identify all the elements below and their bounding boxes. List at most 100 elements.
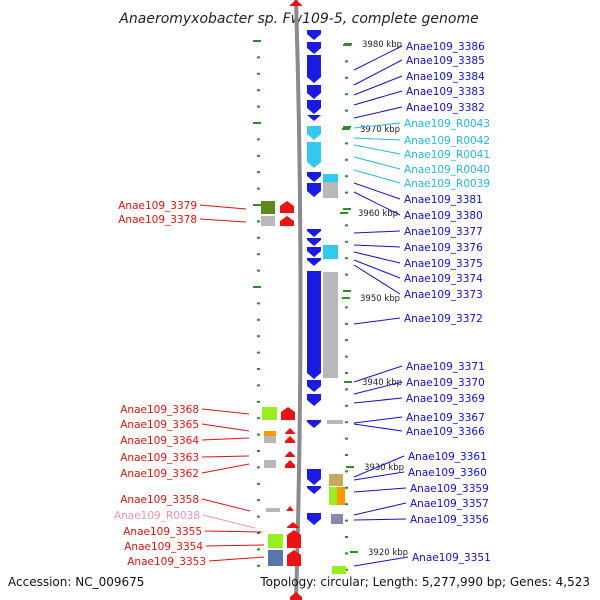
forward-gene-arrow[interactable]	[307, 271, 321, 379]
gene-label-anae109_3360[interactable]: Anae109_3360	[408, 467, 487, 479]
forward-gene-arrow[interactable]	[307, 420, 321, 428]
scale-tick-right	[345, 60, 348, 63]
gene-marks	[261, 0, 346, 600]
leader-line	[199, 204, 247, 210]
hit-box	[329, 474, 343, 486]
reverse-gene-arrow[interactable]	[287, 550, 301, 566]
forward-gene-arrow[interactable]	[307, 238, 321, 246]
forward-gene-arrow[interactable]	[307, 258, 321, 266]
gene-label-anae109_3358[interactable]: Anae109_3358	[120, 494, 199, 506]
forward-gene-arrow[interactable]	[307, 229, 321, 237]
gene-label-anae109_3369[interactable]: Anae109_3369	[406, 393, 485, 405]
kbp-label: 3950 kbp	[360, 294, 400, 304]
forward-gene-arrow[interactable]	[307, 85, 321, 99]
leader-line	[353, 182, 401, 200]
gene-label-anae109_r0038[interactable]: Anae109_R0038	[114, 510, 200, 522]
gene-label-anae109_3351[interactable]: Anae109_3351	[412, 552, 491, 564]
gene-label-anae109_3355[interactable]: Anae109_3355	[123, 526, 202, 538]
gene-label-anae109_3361[interactable]: Anae109_3361	[408, 451, 487, 463]
scale-tick-left	[257, 253, 260, 256]
gene-label-anae109_3366[interactable]: Anae109_3366	[406, 426, 485, 438]
gene-label-anae109_3370[interactable]: Anae109_3370	[406, 377, 485, 389]
forward-gene-arrow[interactable]	[307, 115, 321, 121]
forward-gene-arrow[interactable]	[307, 394, 321, 406]
gene-label-anae109_3362[interactable]: Anae109_3362	[120, 468, 199, 480]
forward-gene-arrow[interactable]	[307, 142, 321, 168]
gene-label-anae109_3376[interactable]: Anae109_3376	[404, 242, 483, 254]
leader-line	[353, 556, 409, 567]
forward-gene-arrow[interactable]	[307, 183, 321, 197]
reverse-gene-arrow[interactable]	[280, 201, 294, 213]
gene-label-anae109_3356[interactable]: Anae109_3356	[410, 514, 489, 526]
reverse-gene-arrow[interactable]	[285, 436, 295, 443]
forward-gene-arrow[interactable]	[307, 513, 321, 525]
scale-tick-right	[343, 208, 351, 210]
accession-text: Accession: NC_009675	[8, 575, 144, 589]
forward-gene-arrow[interactable]	[307, 55, 321, 83]
reverse-gene-arrow[interactable]	[287, 530, 301, 548]
gene-label-anae109_3367[interactable]: Anae109_3367	[406, 412, 485, 424]
reverse-gene-arrow[interactable]	[281, 407, 295, 420]
leader-line	[201, 455, 250, 458]
gene-label-anae109_3357[interactable]: Anae109_3357	[410, 498, 489, 510]
gene-label-anae109_3381[interactable]: Anae109_3381	[404, 194, 483, 206]
scale-tick-right	[345, 109, 348, 112]
reverse-gene-arrow[interactable]	[280, 216, 294, 226]
gene-label-anae109_3384[interactable]: Anae109_3384	[406, 71, 485, 83]
gene-label-anae109_r0040[interactable]: Anae109_R0040	[404, 164, 490, 176]
gene-label-anae109_3363[interactable]: Anae109_3363	[120, 452, 199, 464]
gene-label-anae109_3365[interactable]: Anae109_3365	[120, 419, 199, 431]
gene-label-anae109_3371[interactable]: Anae109_3371	[406, 361, 485, 373]
gene-label-anae109_3378[interactable]: Anae109_3378	[118, 214, 197, 226]
gene-label-anae109_3364[interactable]: Anae109_3364	[120, 435, 199, 447]
reverse-gene-arrow[interactable]	[285, 451, 295, 457]
gene-label-anae109_3374[interactable]: Anae109_3374	[404, 273, 483, 285]
forward-gene-arrow[interactable]	[307, 100, 321, 114]
scale-tick-right	[345, 175, 348, 178]
kbp-tick	[346, 466, 354, 468]
forward-gene-arrow[interactable]	[307, 247, 321, 257]
forward-gene-arrow[interactable]	[307, 172, 321, 182]
forward-gene-arrow[interactable]	[307, 380, 321, 392]
forward-gene-arrow[interactable]	[307, 42, 321, 54]
leader-line	[353, 230, 401, 234]
reverse-gene-arrow[interactable]	[285, 428, 295, 434]
forward-gene-arrow[interactable]	[307, 30, 321, 40]
hit-box	[323, 182, 338, 198]
gene-label-anae109_3383[interactable]: Anae109_3383	[406, 86, 485, 98]
gene-label-anae109_3354[interactable]: Anae109_3354	[124, 541, 203, 553]
gene-label-anae109_3385[interactable]: Anae109_3385	[406, 55, 485, 67]
reverse-gene-arrow[interactable]	[287, 522, 299, 528]
scale-tick-right	[345, 404, 348, 407]
gene-label-anae109_3382[interactable]: Anae109_3382	[406, 102, 485, 114]
leader-line	[353, 59, 403, 86]
gene-label-anae109_3386[interactable]: Anae109_3386	[406, 41, 485, 53]
gene-label-anae109_r0039[interactable]: Anae109_R0039	[404, 178, 490, 190]
gene-label-anae109_3380[interactable]: Anae109_3380	[404, 210, 483, 222]
leader-line	[353, 45, 403, 71]
gene-label-anae109_r0041[interactable]: Anae109_R0041	[404, 149, 490, 161]
hit-box	[264, 431, 276, 436]
reverse-gene-arrow[interactable]	[285, 460, 295, 468]
gene-label-anae109_r0043[interactable]: Anae109_R0043	[404, 118, 490, 130]
gene-label-anae109_3368[interactable]: Anae109_3368	[120, 404, 199, 416]
gene-label-anae109_3379[interactable]: Anae109_3379	[118, 200, 197, 212]
gene-label-anae109_r0042[interactable]: Anae109_R0042	[404, 135, 490, 147]
gene-label-anae109_3372[interactable]: Anae109_3372	[404, 313, 483, 325]
reverse-gene-arrow[interactable]	[290, 592, 302, 600]
hit-box	[329, 487, 337, 505]
reverse-gene-arrow[interactable]	[286, 506, 294, 511]
gene-label-anae109_3353[interactable]: Anae109_3353	[127, 556, 206, 568]
forward-gene-arrow[interactable]	[307, 469, 321, 485]
gene-label-anae109_3373[interactable]: Anae109_3373	[404, 289, 483, 301]
scale-tick-left	[257, 351, 260, 354]
gene-label-anae109_3377[interactable]: Anae109_3377	[404, 226, 483, 238]
scale-tick-left	[257, 433, 260, 436]
forward-gene-arrow[interactable]	[307, 486, 321, 494]
gene-label-anae109_3359[interactable]: Anae109_3359	[410, 483, 489, 495]
forward-gene-arrow[interactable]	[307, 126, 321, 140]
gene-label-anae109_3375[interactable]: Anae109_3375	[404, 258, 483, 270]
reverse-gene-arrow[interactable]	[290, 0, 302, 6]
